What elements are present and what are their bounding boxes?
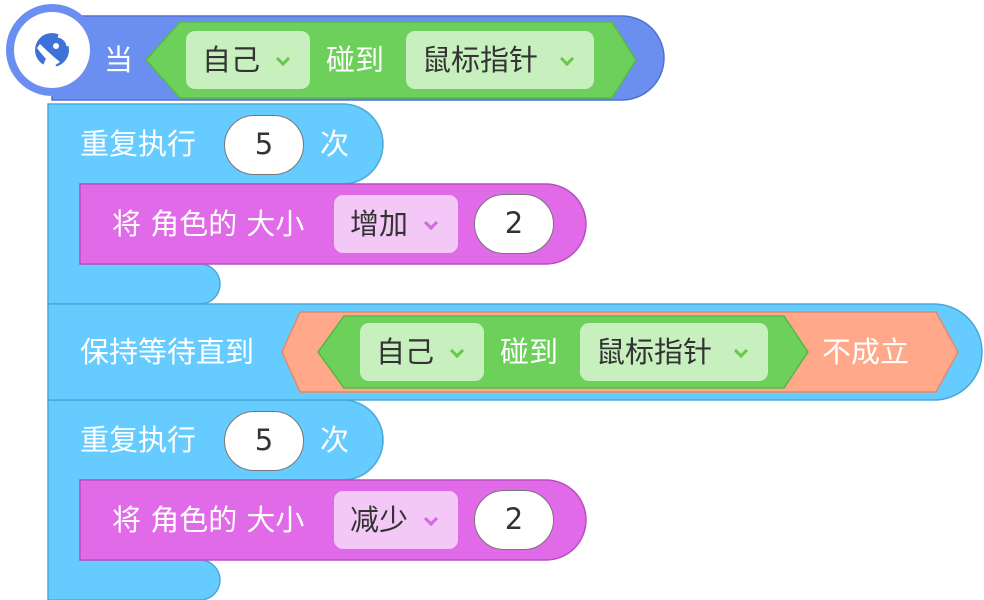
chevron-down-icon bbox=[733, 343, 749, 359]
hat-target-value: 鼠标指针 bbox=[422, 43, 539, 77]
chevron-down-icon bbox=[423, 215, 439, 231]
chevron-down-icon bbox=[423, 511, 439, 527]
looks2-op-value: 减少 bbox=[350, 503, 409, 537]
hat-object-value: 自己 bbox=[202, 43, 261, 77]
looks-block-2[interactable] bbox=[79, 479, 587, 561]
wait-target-dropdown[interactable]: 鼠标指针 bbox=[580, 323, 768, 381]
looks1-value-input[interactable]: 2 bbox=[474, 194, 554, 254]
repeat2-count-input[interactable]: 5 bbox=[224, 411, 304, 471]
looks1-op-value: 增加 bbox=[350, 207, 409, 241]
wait-negation-label: 不成立 bbox=[822, 335, 910, 369]
wait-object-value: 自己 bbox=[376, 335, 435, 369]
satellite-dish-icon bbox=[35, 33, 70, 68]
looks-block-1[interactable] bbox=[79, 183, 587, 265]
repeat2-unit-label: 次 bbox=[320, 423, 350, 457]
chevron-down-icon bbox=[559, 51, 575, 67]
repeat2-label: 重复执行 bbox=[80, 423, 197, 457]
hat-touch-label: 碰到 bbox=[326, 43, 385, 77]
looks1-op-dropdown[interactable]: 增加 bbox=[334, 195, 458, 253]
looks1-prefix: 将 角色的 大小 bbox=[112, 207, 305, 241]
chevron-down-icon bbox=[449, 343, 465, 359]
looks2-op-dropdown[interactable]: 减少 bbox=[334, 491, 458, 549]
repeat1-label: 重复执行 bbox=[80, 127, 197, 161]
wait-touch-label: 碰到 bbox=[500, 335, 559, 369]
wait-object-dropdown[interactable]: 自己 bbox=[360, 323, 484, 381]
repeat1-count-input[interactable]: 5 bbox=[224, 115, 304, 175]
wait-target-value: 鼠标指针 bbox=[596, 335, 713, 369]
chevron-down-icon bbox=[275, 51, 291, 67]
wait-until-label: 保持等待直到 bbox=[80, 335, 255, 369]
looks2-value-input[interactable]: 2 bbox=[474, 490, 554, 550]
repeat1-unit-label: 次 bbox=[320, 127, 350, 161]
hat-when-label: 当 bbox=[104, 43, 134, 77]
hat-object-dropdown[interactable]: 自己 bbox=[186, 31, 310, 89]
looks2-prefix: 将 角色的 大小 bbox=[112, 503, 305, 537]
hat-target-dropdown[interactable]: 鼠标指针 bbox=[406, 31, 594, 89]
